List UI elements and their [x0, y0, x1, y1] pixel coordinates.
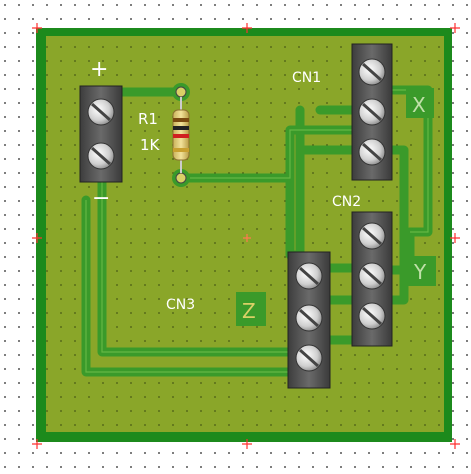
connector-cn2	[351, 211, 393, 347]
minus-label: −	[92, 186, 110, 211]
y-marker: Y	[408, 256, 436, 286]
battery-terminal-block	[79, 85, 123, 183]
r1-value-label: 1K	[140, 136, 161, 154]
resistor-r1	[172, 83, 190, 187]
screw-terminal-1	[87, 98, 115, 126]
z-marker: Z	[236, 292, 266, 326]
z-label: Z	[242, 299, 256, 323]
plus-label: +	[90, 57, 108, 82]
connector-cn3	[287, 251, 331, 389]
connector-cn1	[351, 43, 393, 181]
x-label: X	[412, 93, 426, 117]
x-marker: X	[406, 88, 434, 118]
r1-label: R1	[138, 110, 158, 128]
origin-markers	[32, 23, 460, 449]
cn1-label: CN1	[292, 70, 321, 86]
cn3-label: CN3	[166, 297, 195, 313]
screw-terminal-2	[87, 142, 115, 170]
cn2-label: CN2	[332, 194, 361, 210]
y-label: Y	[413, 260, 427, 284]
